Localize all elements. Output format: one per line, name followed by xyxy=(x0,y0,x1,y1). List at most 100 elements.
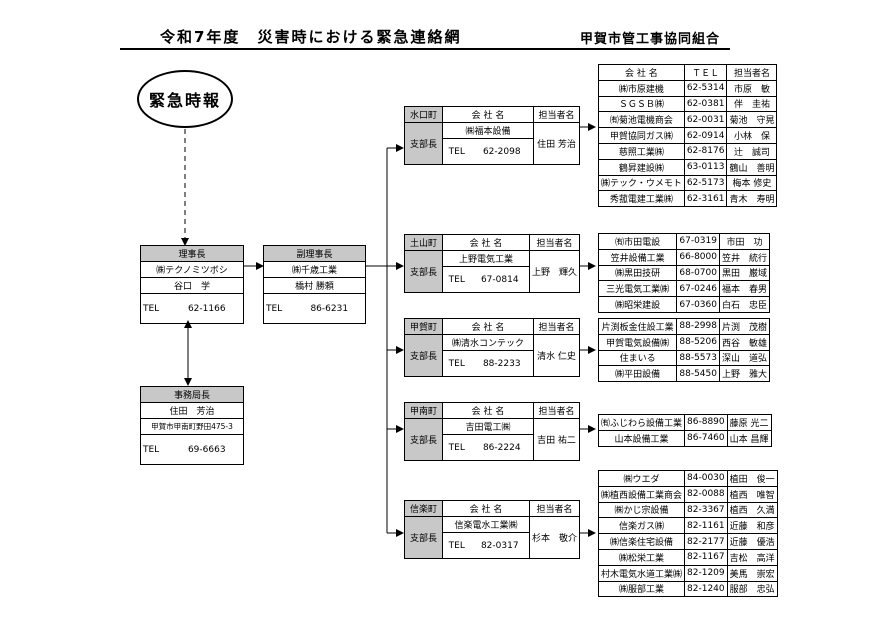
member-company: 片渕板金住設工業 xyxy=(597,318,678,335)
vice-chairman-box: 副理事長 ㈱千歳工業 橋村 勝頼 TEL 86-6231 xyxy=(263,245,366,324)
branch-tel-label: TEL xyxy=(442,266,471,293)
member-contact: 黒田 巌域 xyxy=(718,264,771,282)
emergency-report-oval: 緊急時報 xyxy=(137,70,233,128)
branch-header-contact: 担当者名 xyxy=(528,234,581,251)
member-tel: 82-2177 xyxy=(684,533,728,550)
member-contact: 近藤 優浩 xyxy=(726,533,778,550)
member-tel: 82-3367 xyxy=(684,501,728,519)
branch-header-company: 会 社 名 xyxy=(442,106,534,123)
branch-header-contact: 担当者名 xyxy=(533,318,580,335)
branch-company: 吉田電工㈱ xyxy=(442,418,534,435)
member-tel: 67-0246 xyxy=(676,280,720,298)
branch-tel: 62-2098 xyxy=(470,138,534,165)
branch-header-contact: 担当者名 xyxy=(533,402,580,419)
member-header-company: 会 社 名 xyxy=(598,64,685,81)
chairman-role: 理事長 xyxy=(140,245,244,262)
member-contact: 鶴山 善明 xyxy=(726,158,778,176)
branch-tel: 86-2224 xyxy=(470,434,534,461)
branch-header-company: 会 社 名 xyxy=(442,234,530,251)
branch-box-minakuchi: 水口町 会 社 名 担当者名 支部長 ㈱福本設備 住田 芳治 TEL 62-20… xyxy=(404,106,580,165)
branch-company: 信楽電水工業㈱ xyxy=(442,516,530,533)
member-header-contact: 担当者名 xyxy=(726,64,778,81)
branch-tel: 82-0317 xyxy=(470,532,530,559)
member-company: 笠井設備工業 xyxy=(597,248,678,266)
member-contact: 菊池 守晃 xyxy=(726,111,778,129)
branch-area: 信楽町 xyxy=(404,500,443,517)
member-company: ㈱平田設備 xyxy=(597,365,678,383)
member-contact: 植西 唯智 xyxy=(726,485,778,503)
member-tel: 82-1209 xyxy=(684,564,728,582)
branch-header-contact: 担当者名 xyxy=(533,106,580,123)
member-company: ㈱テック・ウメモト xyxy=(598,174,685,192)
member-contact: 植西 久満 xyxy=(726,501,778,519)
member-tel: 86-8890 xyxy=(684,414,728,431)
branch-area: 水口町 xyxy=(404,106,443,123)
branch-chief-label: 支部長 xyxy=(404,516,443,559)
branch-company: ㈱清水コンテック xyxy=(442,334,534,351)
member-company: 甲賀電気設備㈱ xyxy=(597,333,678,351)
member-contact: 藤原 光二 xyxy=(726,414,772,431)
member-company: ㈱昭栄建設 xyxy=(597,296,678,313)
branch-contact: 住田 芳治 xyxy=(533,122,580,165)
chairman-tel-label: TEL xyxy=(140,293,171,324)
member-contact: 小林 保 xyxy=(726,127,778,144)
branch-area: 土山町 xyxy=(404,234,443,251)
branch-contact: 清水 仁史 xyxy=(533,334,580,377)
page-header: 令和7年度 災害時における緊急連絡網 甲賀市管工事協同組合 xyxy=(120,24,730,50)
member-contact: 梅本 修史 xyxy=(726,174,778,192)
member-tel: 67-0319 xyxy=(676,233,720,250)
member-contact: 片渕 茂樹 xyxy=(718,318,771,335)
branch-tel-label: TEL xyxy=(442,532,471,559)
member-company: 住まいる xyxy=(597,349,678,367)
branch-box-shigaraki: 信楽町 会 社 名 担当者名 支部長 信楽電水工業㈱ 杉本 敬介 TEL 82-… xyxy=(404,500,581,559)
branch-tel-label: TEL xyxy=(442,434,471,461)
vice-tel: 86-6231 xyxy=(293,293,366,324)
member-company: ㈱服部工業 xyxy=(597,580,686,598)
branch-box-tsuchiyama: 土山町 会 社 名 担当者名 支部長 上野電気工業 上野 輝久 TEL 67-0… xyxy=(404,234,581,293)
branch-contact: 杉本 敬介 xyxy=(528,516,581,559)
chairman-name: 谷口 学 xyxy=(140,277,244,294)
member-tel: 82-1161 xyxy=(684,517,728,535)
member-company: ㈱かじ宗設備 xyxy=(597,501,686,519)
member-company: ㈲菊池電機商会 xyxy=(598,111,685,129)
branch-header-company: 会 社 名 xyxy=(442,318,534,335)
member-company: ＳＧＳＢ㈱ xyxy=(598,95,685,113)
chairman-tel: 62-1166 xyxy=(170,293,244,324)
member-tel: 63-0113 xyxy=(683,158,728,176)
secretary-role: 事務局長 xyxy=(140,386,244,403)
member-company: 山本設備工業 xyxy=(597,429,686,447)
branch-area: 甲賀町 xyxy=(404,318,443,335)
member-tel: 82-0088 xyxy=(684,485,728,503)
member-tel: 62-0914 xyxy=(683,127,728,144)
member-company: 秀菰電建工業㈱ xyxy=(598,190,685,208)
page-title: 令和7年度 災害時における緊急連絡網 xyxy=(160,28,462,46)
branch-box-koka: 甲賀町 会 社 名 担当者名 支部長 ㈱清水コンテック 清水 仁史 TEL 88… xyxy=(404,318,580,377)
member-contact: 深山 道弘 xyxy=(718,349,771,367)
member-company: ㈱市原建機 xyxy=(598,79,685,97)
member-company: ㈱黒田技研 xyxy=(597,264,678,282)
secretary-name: 住田 芳治 xyxy=(140,402,244,419)
member-tel: 62-5314 xyxy=(683,79,728,97)
